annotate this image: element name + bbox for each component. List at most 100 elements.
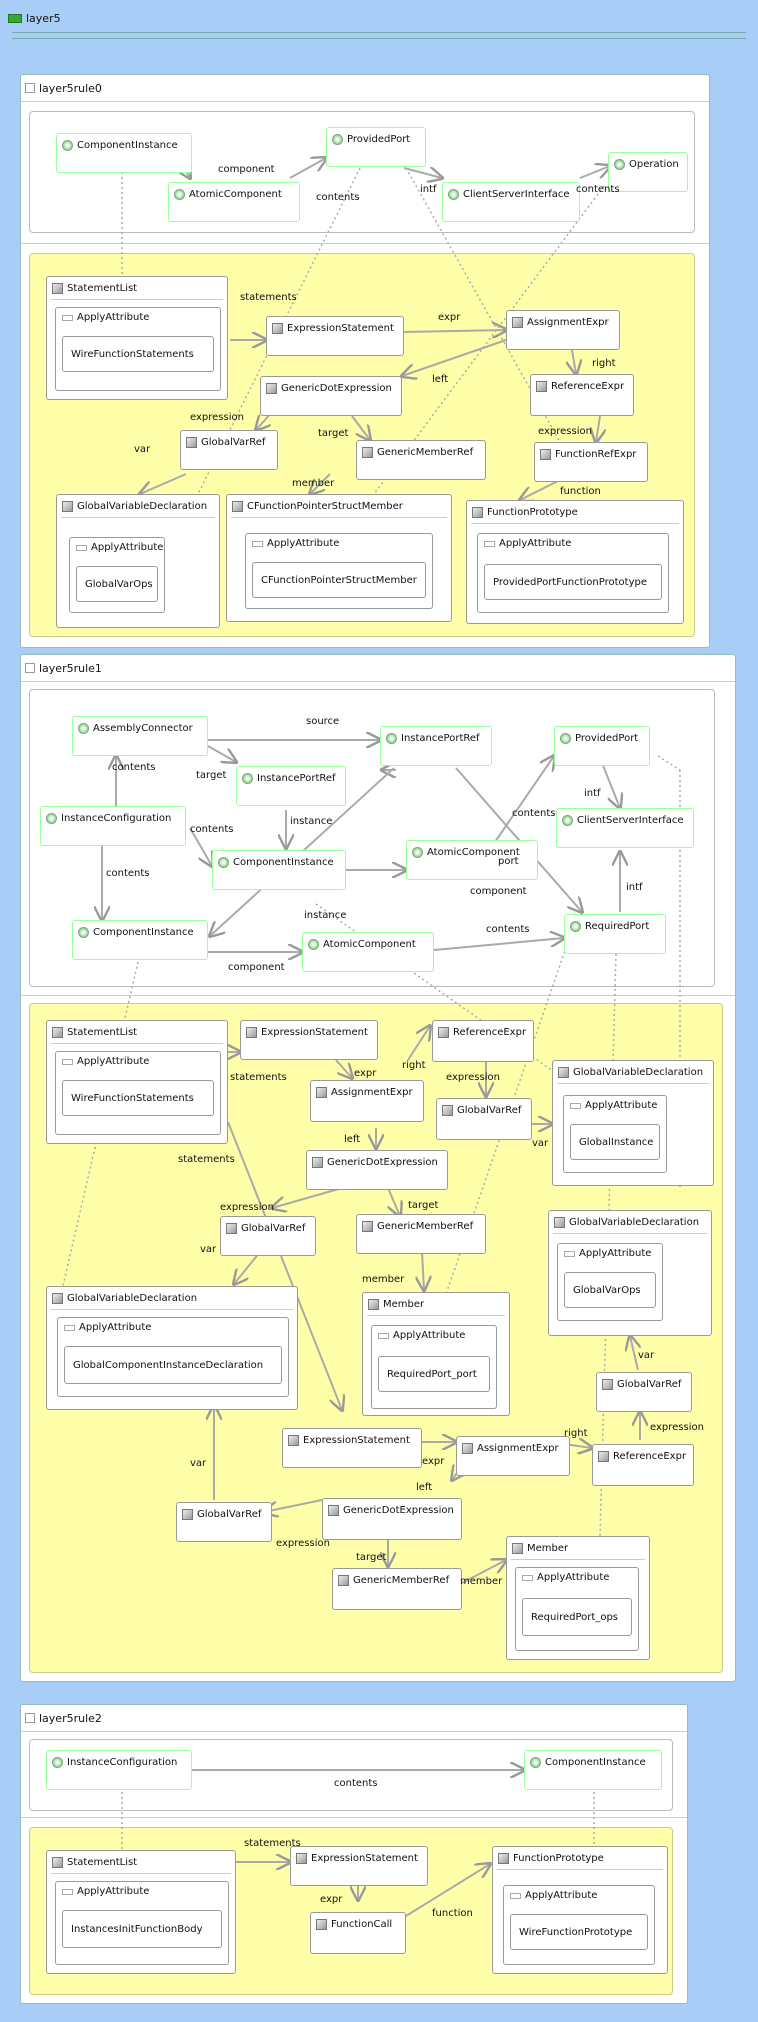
class-icon	[174, 188, 185, 200]
reference-expr-node[interactable]: ReferenceExpr	[592, 1444, 694, 1486]
edge-label: function	[560, 486, 601, 497]
instance-port-ref-node[interactable]: InstancePortRef	[236, 766, 346, 806]
statement-list-node[interactable]: StatementList ApplyAttribute WireFunctio…	[46, 276, 228, 400]
client-server-interface-node[interactable]: ClientServerInterface	[556, 808, 694, 848]
function-call-node[interactable]: FunctionCall	[310, 1912, 406, 1954]
generic-dot-expression-node[interactable]: GenericDotExpression	[260, 376, 402, 416]
atomic-component-node[interactable]: AtomicComponent	[168, 182, 300, 222]
edge-label: contents	[106, 868, 150, 879]
class-icon	[562, 814, 573, 826]
assembly-connector-node[interactable]: AssemblyConnector	[72, 716, 208, 756]
statement-list-node[interactable]: StatementList ApplyAttribute WireFunctio…	[46, 1020, 228, 1144]
reference-expr-node[interactable]: ReferenceExpr	[530, 374, 634, 416]
class-icon	[52, 1292, 63, 1304]
atomic-component-node[interactable]: AtomicComponent	[406, 840, 538, 880]
window-header: layer5	[8, 8, 750, 28]
global-variable-declaration-node[interactable]: GlobalVariableDeclaration ApplyAttribute…	[56, 494, 220, 628]
class-icon	[614, 158, 625, 170]
required-port-node[interactable]: RequiredPort	[564, 914, 666, 954]
class-icon	[272, 322, 283, 334]
global-variable-declaration-node[interactable]: GlobalVariableDeclaration ApplyAttribute…	[548, 1210, 712, 1336]
class-icon	[536, 380, 547, 392]
attribute-value: InstancesInitFunctionBody	[62, 1910, 222, 1948]
attribute-value: CFunctionPointerStructMember	[252, 562, 426, 598]
edge-label: contents	[512, 808, 556, 819]
provided-port-node[interactable]: ProvidedPort	[554, 726, 650, 766]
assignment-expr-node[interactable]: AssignmentExpr	[310, 1080, 424, 1122]
edge-label: expression	[276, 1538, 330, 1549]
global-var-ref-node[interactable]: GlobalVarRef	[176, 1502, 272, 1542]
function-prototype-node[interactable]: FunctionPrototype ApplyAttribute Provide…	[466, 500, 684, 624]
edge-label: right	[592, 358, 616, 369]
global-variable-declaration-node[interactable]: GlobalVariableDeclaration ApplyAttribute…	[46, 1286, 298, 1410]
global-variable-declaration-node[interactable]: GlobalVariableDeclaration ApplyAttribute…	[552, 1060, 714, 1186]
class-icon	[312, 1156, 323, 1168]
expression-statement-node[interactable]: ExpressionStatement	[282, 1428, 422, 1468]
operation-node[interactable]: Operation	[608, 152, 688, 192]
edge-label: contents	[486, 924, 530, 935]
generic-member-ref-node[interactable]: GenericMemberRef	[332, 1568, 462, 1610]
attribute-value: ProvidedPortFunctionPrototype	[484, 564, 662, 600]
edge-label: member	[292, 478, 335, 489]
member-node[interactable]: Member ApplyAttribute RequiredPort_ops	[506, 1536, 650, 1660]
component-instance-node[interactable]: ComponentInstance	[212, 850, 346, 890]
edge-label: expression	[446, 1072, 500, 1083]
generic-member-ref-node[interactable]: GenericMemberRef	[356, 1214, 486, 1254]
provided-port-node[interactable]: ProvidedPort	[326, 127, 426, 167]
global-var-ref-node[interactable]: GlobalVarRef	[220, 1216, 316, 1256]
class-icon	[598, 1450, 609, 1462]
reference-expr-node[interactable]: ReferenceExpr	[432, 1020, 534, 1062]
attribute-value: GlobalVarOps	[76, 566, 158, 602]
assignment-expr-node[interactable]: AssignmentExpr	[456, 1436, 570, 1476]
instance-port-ref-node[interactable]: InstancePortRef	[380, 726, 492, 766]
client-server-interface-node[interactable]: ClientServerInterface	[442, 182, 580, 222]
generic-dot-expression-node[interactable]: GenericDotExpression	[306, 1150, 448, 1190]
function-prototype-node[interactable]: FunctionPrototype ApplyAttribute WireFun…	[492, 1846, 668, 1974]
edge-label: statements	[178, 1154, 235, 1165]
class-icon	[308, 938, 319, 950]
edge-label: target	[356, 1552, 387, 1563]
edge-label: left	[344, 1134, 361, 1145]
statement-list-node[interactable]: StatementList ApplyAttribute InstancesIn…	[46, 1850, 236, 1974]
global-var-ref-node[interactable]: GlobalVarRef	[596, 1372, 692, 1412]
class-icon	[530, 1756, 541, 1768]
expression-statement-node[interactable]: ExpressionStatement	[240, 1020, 378, 1060]
rule-title: layer5rule2	[25, 1712, 102, 1725]
atomic-component-node[interactable]: AtomicComponent	[302, 932, 434, 972]
function-ref-expr-node[interactable]: FunctionRefExpr	[534, 442, 648, 482]
component-instance-node[interactable]: ComponentInstance	[524, 1750, 662, 1790]
global-var-ref-node[interactable]: GlobalVarRef	[436, 1098, 532, 1140]
expression-statement-node[interactable]: ExpressionStatement	[266, 316, 404, 356]
attribute-value: WireFunctionStatements	[62, 1080, 214, 1116]
class-icon	[62, 500, 73, 512]
edge-label: right	[564, 1428, 588, 1439]
cfunction-pointer-struct-member-node[interactable]: CFunctionPointerStructMember ApplyAttrib…	[226, 494, 452, 622]
class-icon	[296, 1852, 307, 1864]
member-node[interactable]: Member ApplyAttribute RequiredPort_port	[362, 1292, 510, 1416]
component-instance-node[interactable]: ComponentInstance	[56, 133, 192, 173]
window-title: layer5	[26, 11, 61, 25]
instance-configuration-node[interactable]: InstanceConfiguration	[46, 1750, 192, 1790]
class-icon	[438, 1026, 449, 1038]
instance-configuration-node[interactable]: InstanceConfiguration	[40, 806, 186, 846]
edge-label: member	[460, 1576, 503, 1587]
class-icon	[362, 446, 373, 458]
class-icon	[78, 926, 89, 938]
class-icon	[362, 1220, 373, 1232]
class-icon	[368, 1298, 379, 1310]
class-icon	[182, 1508, 193, 1520]
edge-label: intf	[626, 882, 643, 893]
edge-label: var	[134, 444, 151, 455]
edge-label: intf	[584, 788, 601, 799]
component-instance-node[interactable]: ComponentInstance	[72, 920, 208, 960]
generic-dot-expression-node[interactable]: GenericDotExpression	[322, 1498, 462, 1540]
attribute-value: GlobalInstance	[570, 1124, 660, 1160]
class-icon	[46, 812, 57, 824]
global-var-ref-node[interactable]: GlobalVarRef	[180, 430, 278, 470]
generic-member-ref-node[interactable]: GenericMemberRef	[356, 440, 486, 480]
edge-label: function	[432, 1908, 473, 1919]
expression-statement-node[interactable]: ExpressionStatement	[290, 1846, 428, 1886]
edge-label: expr	[422, 1456, 445, 1467]
class-icon	[498, 1852, 509, 1864]
assignment-expr-node[interactable]: AssignmentExpr	[506, 310, 620, 350]
